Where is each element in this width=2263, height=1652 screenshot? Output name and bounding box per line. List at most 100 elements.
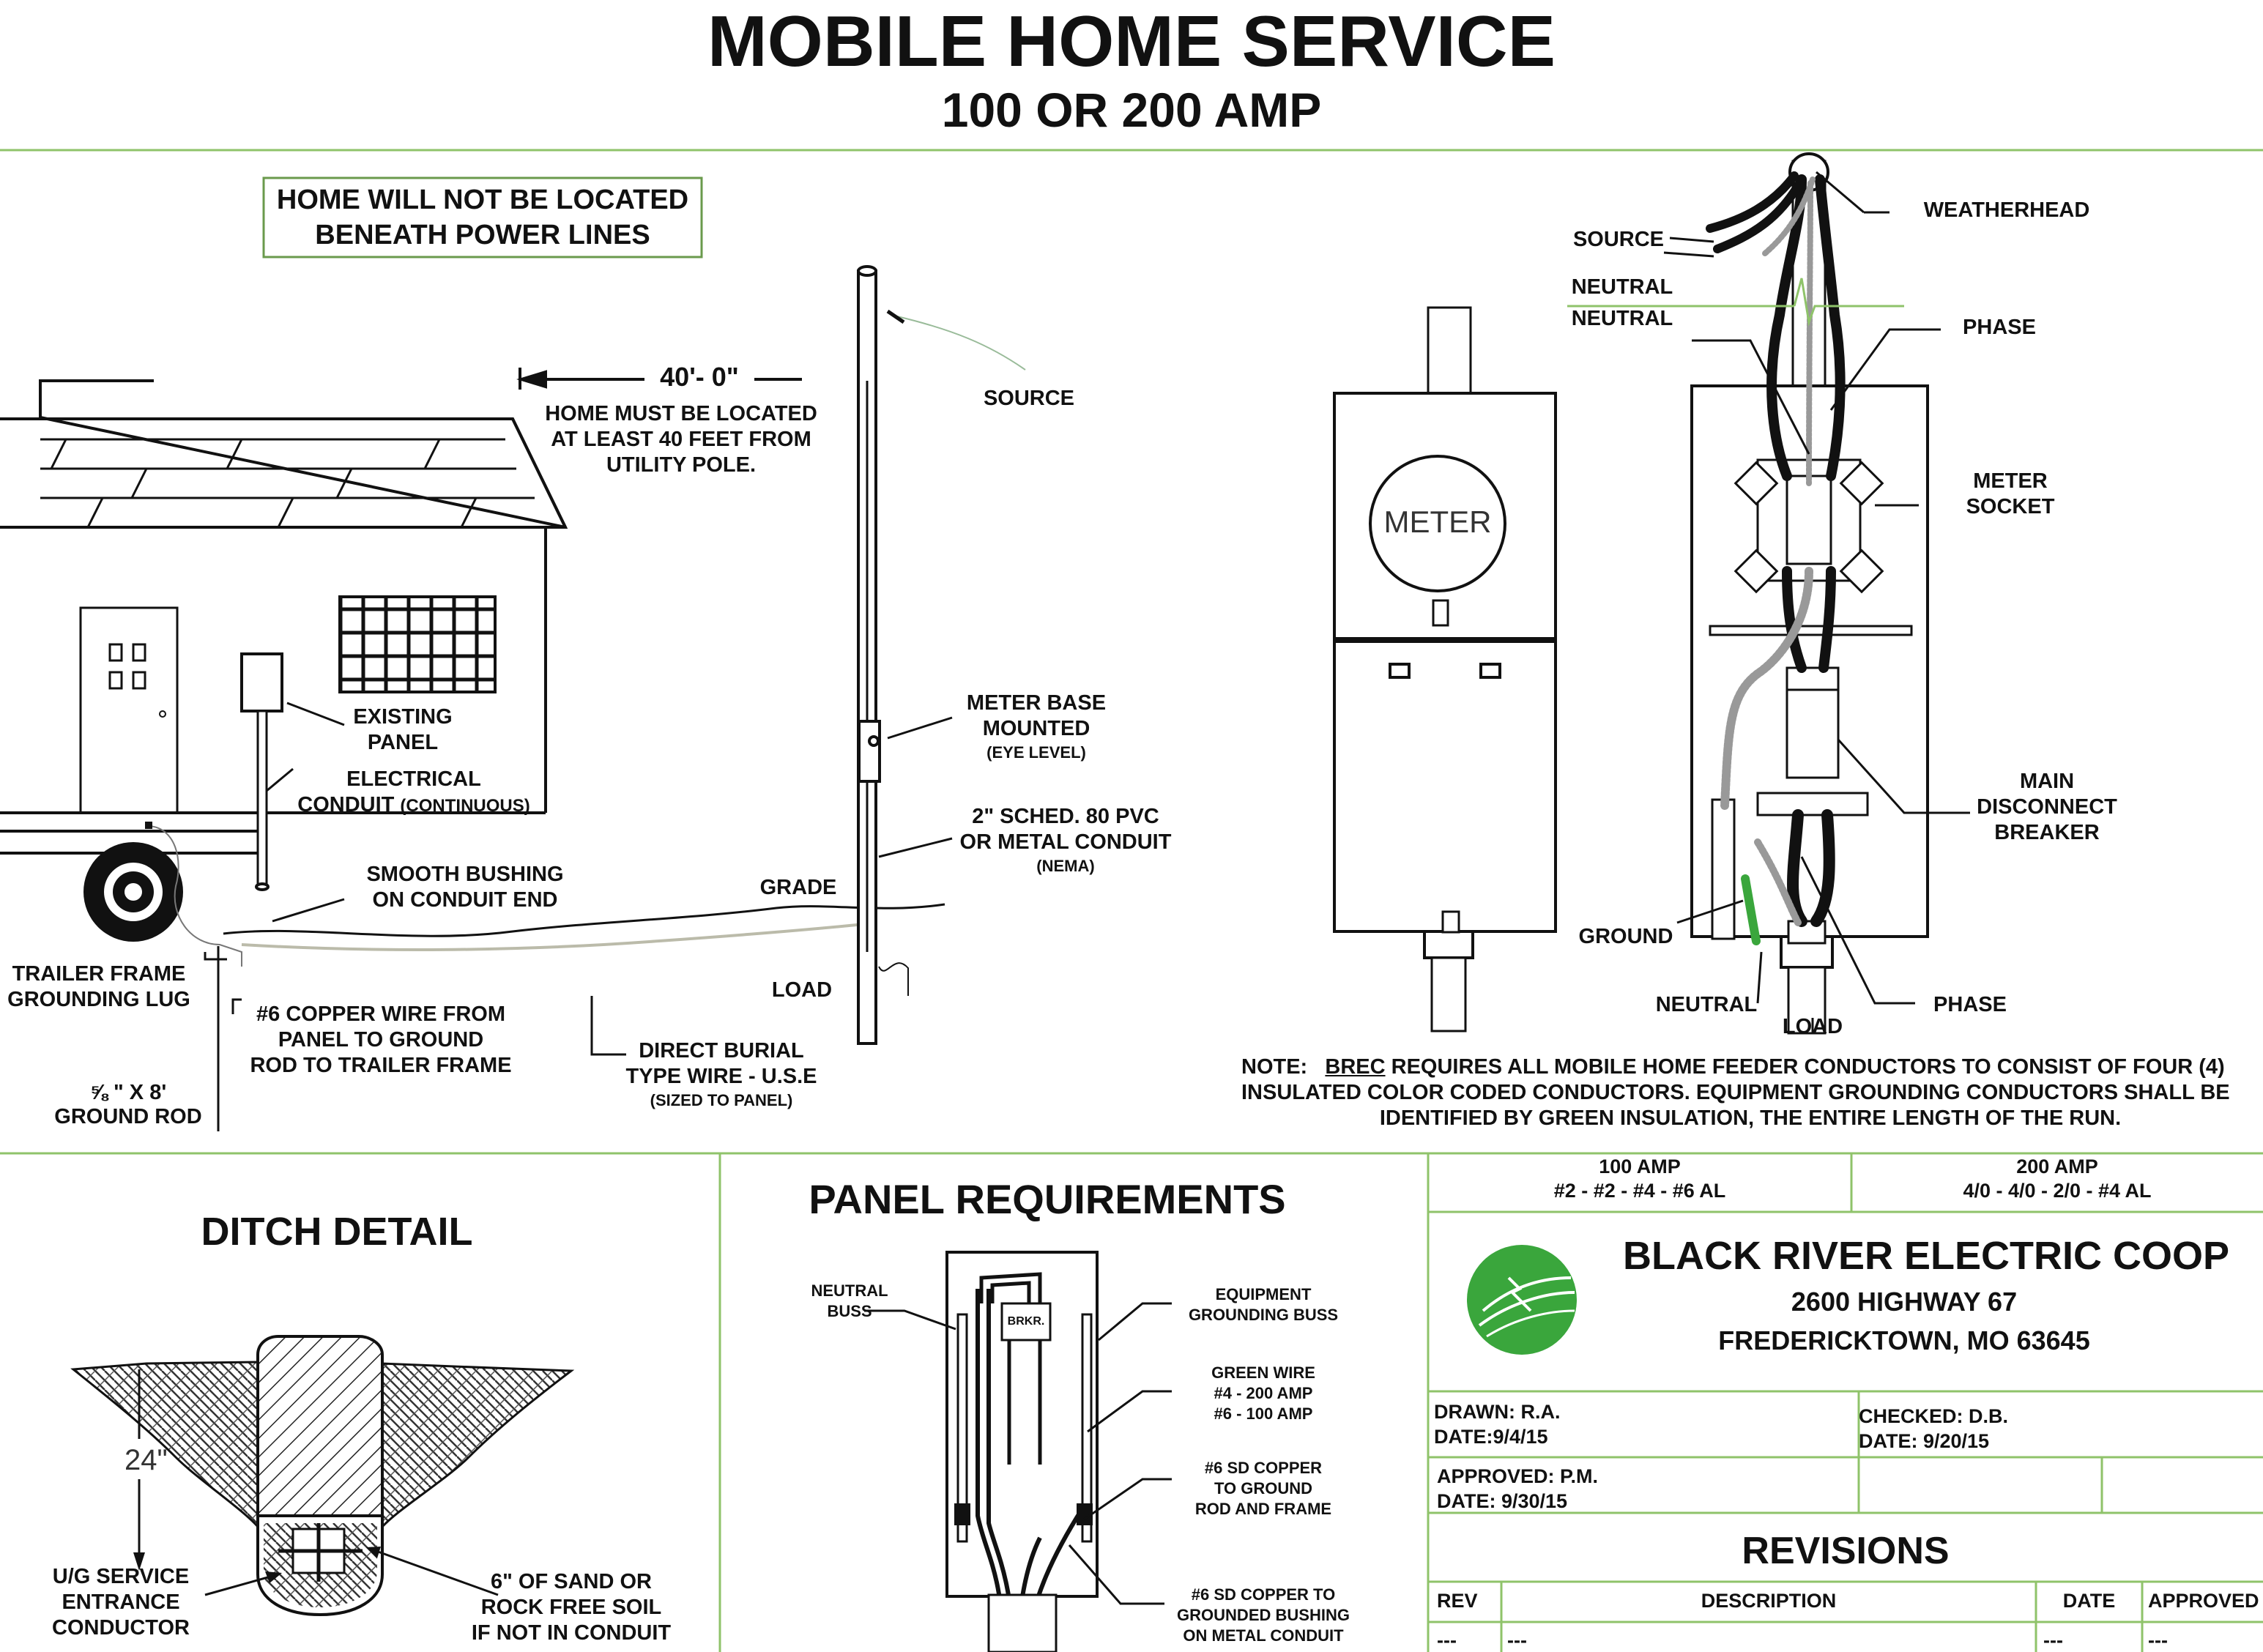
copper-wire-1: #6 COPPER WIRE FROM — [256, 1002, 505, 1026]
copper-wire-2: PANEL TO GROUND — [278, 1028, 484, 1052]
socket-cables — [1720, 174, 1846, 945]
conduit-1: ELECTRICAL — [346, 767, 481, 791]
page-subtitle: 100 OR 200 AMP — [941, 83, 1322, 137]
distance-note-2: AT LEAST 40 FEET FROM — [551, 428, 811, 451]
date-col-header: DATE — [2062, 1590, 2116, 1612]
ground-rod-1: ⅝ " X 8' — [89, 1081, 167, 1104]
breaker-label: BRKR. — [1007, 1315, 1045, 1328]
amp200-label: 200 AMP — [2016, 1156, 2098, 1177]
phase-bottom-label: PHASE — [1933, 993, 2007, 1016]
meter-base-front — [1333, 306, 1557, 1032]
egb-1: EQUIPMENT — [1215, 1285, 1312, 1303]
main-breaker-1: MAIN — [2019, 770, 2075, 793]
coop-logo-graphic — [1467, 1245, 1577, 1355]
sd-copper-2: TO GROUND — [1214, 1479, 1313, 1497]
phase-top-label: PHASE — [1963, 316, 2036, 339]
distance-arrow — [516, 368, 802, 390]
existing-panel-graphic — [240, 652, 283, 891]
note-line-3: IDENTIFIED BY GREEN INSULATION, THE ENTI… — [1379, 1106, 2122, 1130]
sd-bushing-2: GROUNDED BUSHING — [1177, 1606, 1350, 1624]
source-label: SOURCE — [983, 387, 1075, 410]
meter-base-2: MOUNTED — [982, 717, 1090, 740]
sand-3: IF NOT IN CONDUIT — [471, 1621, 672, 1645]
approved-by: APPROVED: P.M. — [1437, 1465, 1599, 1487]
house-window — [338, 595, 497, 693]
conduit-2b: (CONTINUOUS) — [400, 796, 530, 816]
green-border-lines — [0, 149, 2263, 1652]
ug-conductor-3: CONDUCTOR — [52, 1616, 190, 1640]
meter-load-label: LOAD — [1782, 1015, 1843, 1038]
ug-conductor-2: ENTRANCE — [62, 1590, 180, 1614]
meter-leaders — [1663, 171, 1970, 1032]
company-name: BLACK RIVER ELECTRIC COOP — [1622, 1234, 2230, 1278]
desc-col-header: DESCRIPTION — [1701, 1590, 1837, 1612]
neutral-buss-1: NEUTRAL — [811, 1281, 888, 1300]
note-line-2: INSULATED COLOR CODED CONDUCTORS. EQUIPM… — [1241, 1081, 2230, 1104]
neutral-break-line — [1567, 278, 1904, 327]
main-breaker-3: BREAKER — [1994, 821, 2100, 844]
distance-note-3: UTILITY POLE. — [606, 453, 757, 477]
rev-row-date: --- — [2043, 1629, 2063, 1651]
burial-3: (SIZED TO PANEL) — [650, 1091, 793, 1109]
meter-base-3: (EYE LEVEL) — [986, 743, 1086, 762]
distance-label: 40'- 0" — [660, 362, 739, 392]
sd-bushing-1: #6 SD COPPER TO — [1191, 1585, 1336, 1604]
meter-neutral-label: NEUTRAL — [1655, 993, 1758, 1016]
ug-conductor-1: U/G SERVICE — [52, 1565, 190, 1588]
service-drop — [896, 316, 1026, 371]
existing-panel-1: EXISTING — [353, 705, 453, 729]
load-label: LOAD — [771, 978, 833, 1002]
checked-by: CHECKED: D.B. — [1859, 1405, 2009, 1427]
amp200-wire: 4/0 - 4/0 - 2/0 - #4 AL — [1963, 1180, 2152, 1202]
site-leaders — [204, 702, 953, 1131]
pvc-2: OR METAL CONDUIT — [959, 830, 1172, 854]
pvc-1: 2" SCHED. 80 PVC — [972, 805, 1159, 828]
rev-row-approved: --- — [2148, 1629, 2168, 1651]
sand-1: 6" OF SAND OR — [491, 1570, 652, 1593]
existing-panel-2: PANEL — [367, 731, 439, 754]
bushing-1: SMOOTH BUSHING — [366, 863, 564, 886]
ditch-title: DITCH DETAIL — [201, 1210, 473, 1254]
note-prefix: NOTE: — [1241, 1055, 1308, 1079]
buried-wire — [241, 923, 865, 951]
main-breaker-2: DISCONNECT — [1977, 795, 2117, 819]
pvc-3: (NEMA) — [1036, 857, 1095, 875]
grade-label: GRADE — [759, 876, 837, 899]
burial-2: TYPE WIRE - U.S.E — [625, 1065, 817, 1088]
page-title: MOBILE HOME SERVICE — [707, 1, 1556, 81]
drawn-date: DATE:9/4/15 — [1434, 1426, 1548, 1448]
sand-2: ROCK FREE SOIL — [480, 1596, 662, 1619]
roof-outline — [0, 417, 568, 529]
weatherhead-wires — [1706, 171, 1816, 256]
egb-2: GROUNDING BUSS — [1188, 1306, 1339, 1324]
meter-source-label: SOURCE — [1572, 228, 1665, 251]
green-wire-3: #6 - 100 AMP — [1214, 1404, 1313, 1423]
meter-base-1: METER BASE — [966, 691, 1107, 715]
sd-bushing-3: ON METAL CONDUIT — [1183, 1626, 1344, 1645]
note-brec: BREC — [1325, 1055, 1386, 1079]
neutral-label-a: NEUTRAL — [1571, 275, 1673, 299]
burial-1: DIRECT BURIAL — [639, 1039, 804, 1063]
rev-row-desc: --- — [1507, 1629, 1527, 1651]
utility-pole — [857, 265, 881, 1045]
note-text-1: REQUIRES ALL MOBILE HOME FEEDER CONDUCTO… — [1391, 1055, 2225, 1079]
panel-title: PANEL REQUIREMENTS — [809, 1176, 1286, 1222]
company-address-2: FREDERICKTOWN, MO 63645 — [1718, 1325, 2090, 1355]
panel-graphic — [945, 1251, 1099, 1652]
socket-label-2: SOCKET — [1966, 495, 2055, 518]
ground-rod-2: GROUND ROD — [54, 1105, 202, 1128]
warning-line-2: BENEATH POWER LINES — [315, 220, 650, 250]
amp100-label: 100 AMP — [1599, 1156, 1681, 1177]
ditch-depth: 24" — [125, 1444, 168, 1476]
company-address-1: 2600 HIGHWAY 67 — [1791, 1287, 2018, 1317]
approved-date: DATE: 9/30/15 — [1437, 1490, 1568, 1512]
amp100-wire: #2 - #2 - #4 - #6 AL — [1553, 1180, 1726, 1202]
conduit-2: CONDUIT (CONTINUOUS) — [293, 792, 535, 818]
neutral-label-b: NEUTRAL — [1571, 307, 1673, 330]
bushing-2: ON CONDUIT END — [372, 888, 558, 912]
checked-date: DATE: 9/20/15 — [1859, 1430, 1990, 1452]
sd-copper-1: #6 SD COPPER — [1204, 1459, 1323, 1477]
conduit-2a: CONDUIT — [297, 793, 395, 816]
grade-line — [223, 903, 945, 937]
